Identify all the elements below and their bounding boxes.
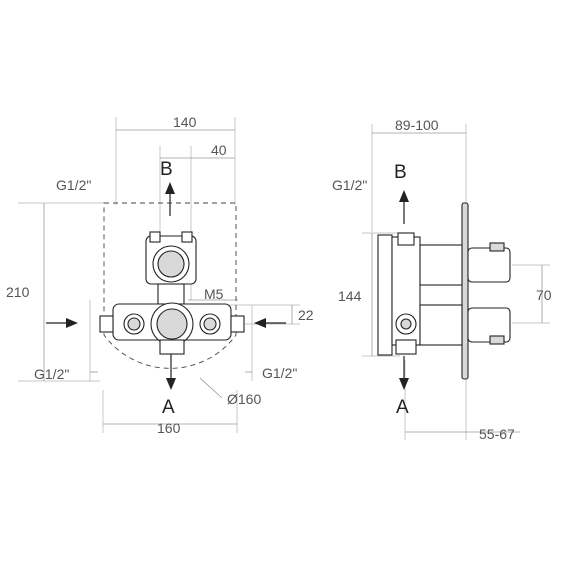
dim-label-70: 70: [536, 287, 552, 303]
dashed-housing-outline: [103, 202, 237, 369]
dim-label-210: 210: [6, 284, 30, 300]
dim-label-160: 160: [157, 420, 181, 436]
arrow-right-in-icon: [66, 318, 78, 328]
dim-label-89-100: 89-100: [395, 117, 439, 133]
thread-label-top: G1/2": [56, 177, 91, 193]
arrow-down-a-icon: [166, 378, 176, 390]
thread-label-m5: M5: [204, 286, 224, 302]
port-label-a: A: [162, 397, 175, 418]
port-label-a-side: A: [396, 397, 409, 418]
side-body-block: [377, 234, 393, 356]
dim-label-55-67: 55-67: [479, 426, 515, 442]
thread-label-right: G1/2": [262, 365, 297, 381]
dim-label-40: 40: [211, 142, 227, 158]
port-label-b: B: [160, 159, 173, 180]
diameter-label: Ø160: [227, 391, 261, 407]
arrow-up-b-side-icon: [399, 190, 409, 202]
dim-label-140: 140: [173, 114, 197, 130]
side-view: 89-100 G1/2" B 144 70 A 55-67: [332, 117, 552, 442]
dim-label-22: 22: [298, 307, 314, 323]
thread-label-left: G1/2": [34, 366, 69, 382]
dim-label-144: 144: [338, 288, 362, 304]
arrow-down-a-side-icon: [399, 378, 409, 390]
wall-plate: [461, 202, 469, 380]
front-view: 140 40 G1/2" B 210 M5 22 G1/2" G1/2" A Ø…: [6, 114, 314, 436]
thread-label-top-side: G1/2": [332, 177, 367, 193]
arrow-up-b-icon: [165, 182, 175, 194]
port-label-b-side: B: [394, 162, 407, 183]
arrow-left-in-icon: [254, 318, 266, 328]
